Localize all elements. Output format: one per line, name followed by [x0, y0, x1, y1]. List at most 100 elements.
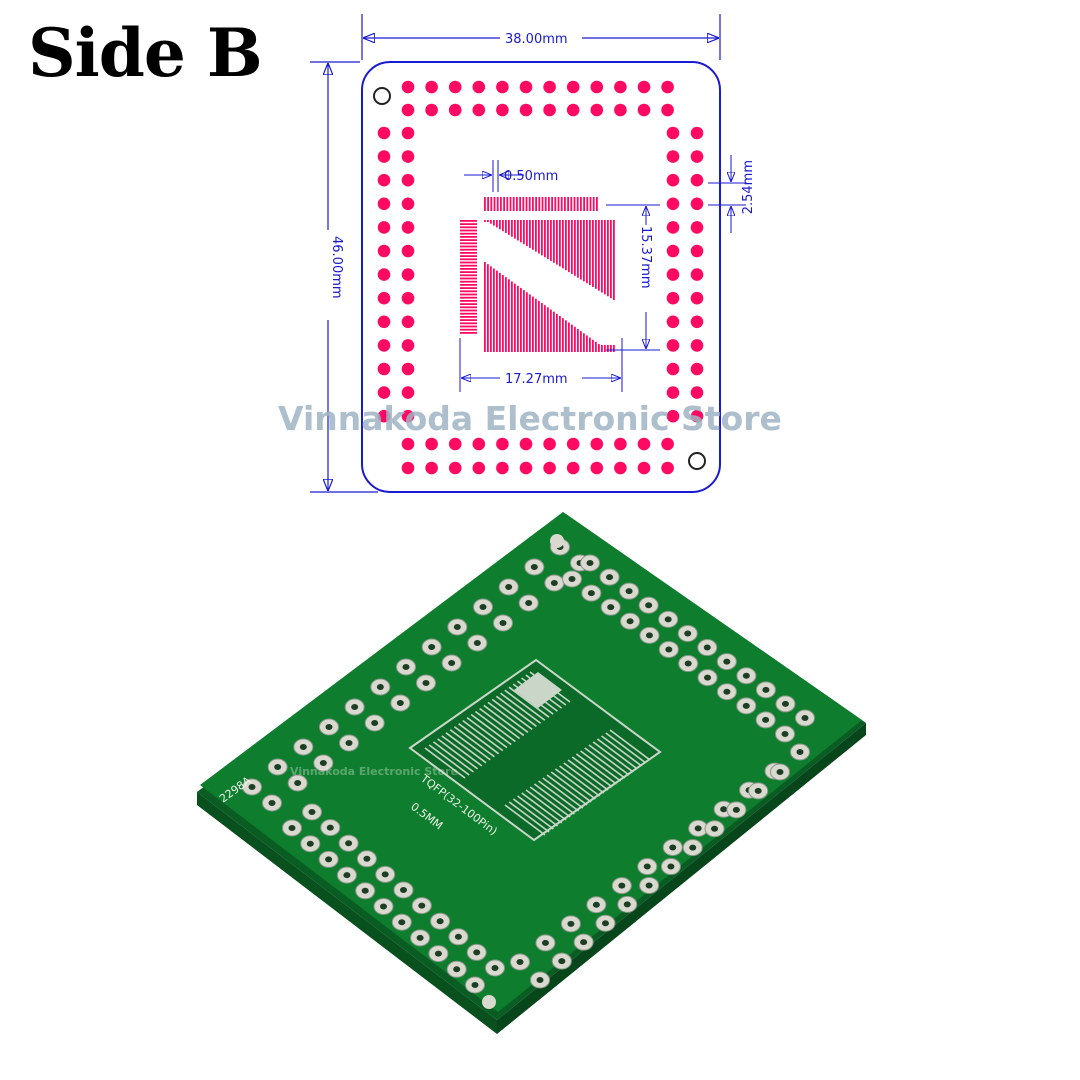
- th-pad: [690, 221, 704, 234]
- th-pad: [566, 437, 580, 451]
- mount-hole: [688, 452, 706, 470]
- mount-hole: [373, 87, 391, 105]
- th-pad: [496, 437, 509, 451]
- dim-row-pitch: 2.54mm: [741, 160, 756, 214]
- th-pad: [666, 386, 680, 399]
- th-pad: [666, 244, 680, 258]
- th-pad: [614, 461, 627, 475]
- th-pad: [401, 339, 415, 352]
- th-pad: [543, 437, 556, 451]
- th-pad: [496, 80, 509, 94]
- th-pad: [666, 268, 680, 281]
- technical-drawing: 38.00mm 46.00mm 0.50mm 2.54mm 15.37mm 17…: [310, 14, 756, 493]
- th-pad: [472, 103, 486, 117]
- th-pad: [566, 80, 580, 94]
- th-pad: [401, 291, 415, 305]
- th-pad: [690, 339, 704, 352]
- th-pad: [425, 80, 438, 94]
- silk-watermark: Vinnakoda Electronic Store: [290, 765, 458, 778]
- th-pad: [401, 197, 415, 211]
- th-pad: [666, 409, 680, 423]
- th-pad: [666, 150, 680, 163]
- dim-pin-pitch: 0.50mm: [504, 169, 558, 184]
- th-pad: [690, 244, 704, 258]
- th-pad: [401, 103, 415, 117]
- th-pad: [637, 437, 651, 451]
- th-pad: [690, 291, 704, 305]
- th-pad: [690, 409, 704, 423]
- th-pad: [401, 173, 415, 187]
- th-pad: [448, 103, 462, 117]
- th-pad: [448, 80, 462, 94]
- th-pad: [377, 221, 391, 234]
- th-pad: [590, 103, 604, 117]
- th-pad: [377, 386, 391, 399]
- th-pad: [425, 103, 438, 117]
- th-pad: [690, 268, 704, 281]
- th-pad: [377, 409, 391, 423]
- th-pad: [661, 437, 674, 451]
- th-pad: [401, 268, 415, 281]
- th-pad: [543, 461, 556, 475]
- th-pad: [666, 315, 680, 329]
- th-pad: [425, 437, 438, 451]
- th-pad: [377, 268, 391, 281]
- th-pad: [448, 461, 462, 475]
- th-pad: [519, 103, 533, 117]
- th-pad: [472, 437, 486, 451]
- th-pad: [519, 437, 533, 451]
- watermark: Vinnakoda Electronic Store: [278, 399, 782, 438]
- th-pad: [377, 315, 391, 329]
- th-pad: [690, 362, 704, 376]
- th-pad: [377, 362, 391, 376]
- th-pad: [543, 103, 556, 117]
- side-title: Side B: [28, 14, 263, 92]
- smd-footprint: [460, 197, 615, 352]
- th-pad: [666, 339, 680, 352]
- th-pad: [590, 437, 604, 451]
- th-pad: [425, 461, 438, 475]
- dim-height: 46.00mm: [329, 236, 344, 299]
- th-pad: [401, 409, 415, 423]
- th-pad: [566, 103, 580, 117]
- th-pad: [690, 126, 704, 140]
- th-pad: [666, 291, 680, 305]
- th-pad: [496, 103, 509, 117]
- th-pad: [401, 386, 415, 399]
- th-pad: [637, 461, 651, 475]
- th-pad: [377, 339, 391, 352]
- board-pads: [242, 534, 815, 1009]
- th-pad: [401, 461, 415, 475]
- th-pad: [401, 126, 415, 140]
- th-pad: [472, 80, 486, 94]
- th-pad: [590, 461, 604, 475]
- th-pad: [661, 80, 674, 94]
- th-pad: [666, 362, 680, 376]
- th-pad: [661, 103, 674, 117]
- pcb-photo: TQFP(32-100Pin) 0.5MM 2298A Vinnakoda El…: [197, 512, 866, 1034]
- th-pad: [377, 197, 391, 211]
- th-pad: [377, 291, 391, 305]
- th-pad: [519, 80, 533, 94]
- mount-hole: [482, 995, 496, 1009]
- dim-pad-height: 15.37mm: [638, 226, 653, 289]
- th-pad: [377, 150, 391, 163]
- th-pad: [401, 362, 415, 376]
- th-pad: [690, 386, 704, 399]
- th-pad: [448, 437, 462, 451]
- th-pad: [401, 150, 415, 163]
- th-pad: [690, 197, 704, 211]
- through-hole-pads: [377, 80, 704, 475]
- dim-pad-width: 17.27mm: [505, 372, 568, 387]
- th-pad: [590, 80, 604, 94]
- th-pad: [401, 437, 415, 451]
- th-pad: [401, 315, 415, 329]
- th-pad: [614, 80, 627, 94]
- th-pad: [401, 221, 415, 234]
- dim-width: 38.00mm: [505, 32, 568, 47]
- th-pad: [637, 80, 651, 94]
- th-pad: [472, 461, 486, 475]
- th-pad: [377, 244, 391, 258]
- board-outline: [361, 61, 721, 493]
